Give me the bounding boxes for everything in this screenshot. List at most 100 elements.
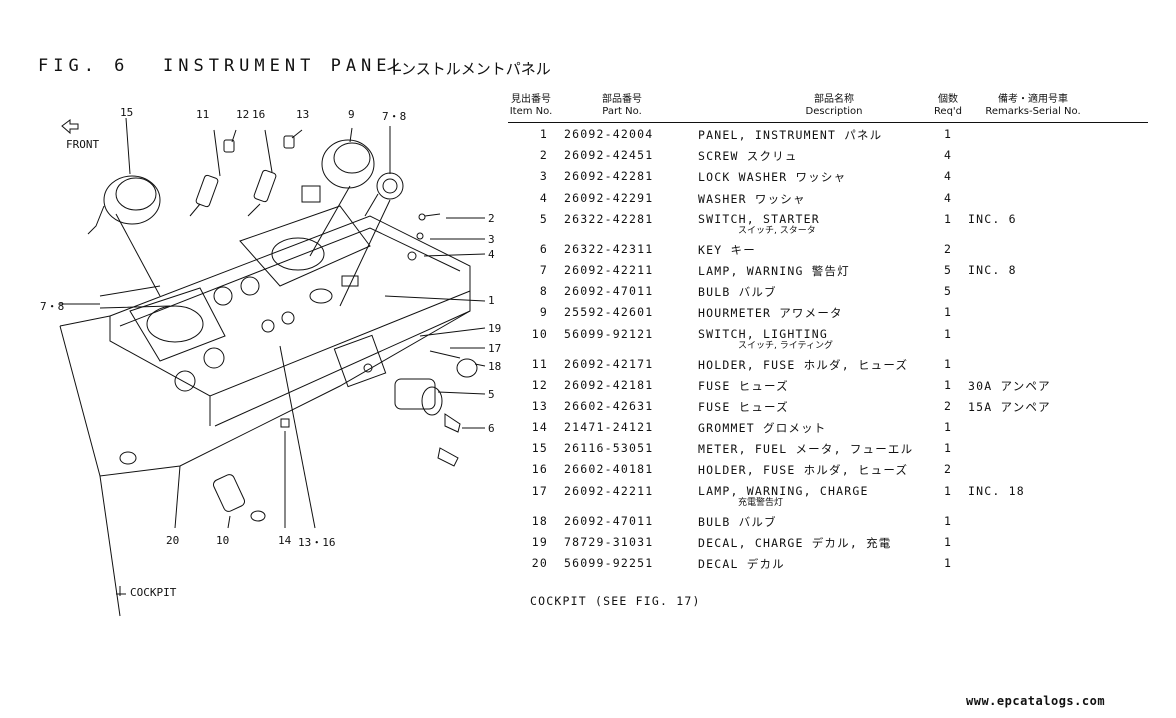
part-number: 26092-47011 [564,513,654,528]
header-remarks-jp: 備考・適用号車 [998,94,1068,105]
callout-14: 14 [278,534,292,547]
item-number: 20 [531,556,548,570]
figure-title-en: INSTRUMENT PANEL [163,56,407,76]
part-number: 26116-53051 [564,441,654,456]
description: DECAL, CHARGE デカル, 充電 [698,535,892,550]
description-sub: 充電警告灯 [738,497,784,508]
part-number: 26092-42181 [564,377,654,392]
part-number: 21471-24121 [564,420,654,435]
header-desc-en: Description [805,106,863,117]
item-number: 19 [531,534,548,549]
description: HOLDER, FUSE ホルダ, ヒューズ [698,357,909,372]
callout-12: 12 [236,108,250,121]
callout-4: 4 [488,248,495,261]
table-row: 12 26092-42181 FUSE ヒューズ 1 30A アンペア [508,374,1148,395]
quantity-required: 1 [944,211,953,226]
callout-10: 10 [216,534,230,547]
part-number: 26322-42281 [564,211,654,226]
cockpit-label: COCKPIT [130,586,177,599]
part-number: 56099-92251 [564,556,654,570]
description: PANEL, INSTRUMENT パネル [698,128,883,142]
description: KEY キー [698,242,756,257]
part-number: 56099-92121 [564,326,654,341]
item-number: 5 [539,211,548,226]
front-label: FRONT [66,138,100,151]
quantity-required: 2 [944,462,953,477]
part-number: 26322-42311 [564,241,654,256]
quantity-required: 5 [944,284,953,299]
exploded-diagram: 15 11 12 16 13 9 7・8 FRONT 2 3 4 7・8 1 1… [40,96,510,626]
description-sub: スイッチ, ライティング [738,340,834,351]
quantity-required: 1 [944,441,953,456]
description: BULB バルブ [698,514,777,529]
quantity-required: 2 [944,398,953,413]
item-number: 12 [531,377,548,392]
quantity-required: 1 [944,127,953,141]
description: FUSE ヒューズ [698,378,789,393]
quantity-required: 1 [944,377,953,392]
callout-20: 20 [166,534,180,547]
item-number: 4 [539,190,548,205]
quantity-required: 1 [944,556,953,570]
watermark: www.epcatalogs.com [966,694,1106,708]
header-part-en: Part No. [602,106,642,117]
item-number: 10 [531,326,548,341]
part-number: 26092-42171 [564,356,654,371]
header-req-jp: 個数 [938,94,958,105]
description: LOCK WASHER ワッシャ [698,170,847,185]
item-number: 15 [531,441,548,456]
header-item-en: Item No. [509,106,553,117]
remarks: 15A アンペア [968,399,1051,414]
description: LAMP, WARNING, CHARGE [698,483,869,498]
header-desc-jp: 部品名称 [814,94,854,105]
remarks: INC. 8 [968,262,1017,277]
quantity-required: 2 [944,241,953,256]
item-number: 6 [539,241,548,256]
callout-7-8-left: 7・8 [40,300,65,313]
item-number: 14 [531,420,548,435]
callout-17: 17 [488,342,502,355]
quantity-required: 5 [944,262,953,277]
figure-id: FIG. 6 [38,56,130,76]
quantity-required: 1 [944,326,953,341]
remarks: INC. 6 [968,211,1017,226]
item-number: 8 [539,284,548,299]
description: WASHER ワッシャ [698,191,806,206]
description-sub: スイッチ, スタータ [738,225,816,236]
cockpit-reference: COCKPIT (SEE FIG. 17) [530,594,701,608]
figure-title-jp: インストルメントパネル [386,60,551,78]
diagram-drawing [59,117,486,617]
part-number: 26092-42004 [564,127,654,141]
quantity-required: 4 [944,148,953,163]
callout-11: 11 [196,108,210,121]
part-number: 78729-31031 [564,534,654,549]
part-number: 26092-47011 [564,284,654,299]
callout-13-16: 13・16 [298,536,336,549]
header-req-en: Req'd [933,106,963,117]
remarks: 30A アンペア [968,378,1051,393]
quantity-required: 1 [944,513,953,528]
part-number: 26092-42291 [564,190,654,205]
callout-18: 18 [488,360,502,373]
